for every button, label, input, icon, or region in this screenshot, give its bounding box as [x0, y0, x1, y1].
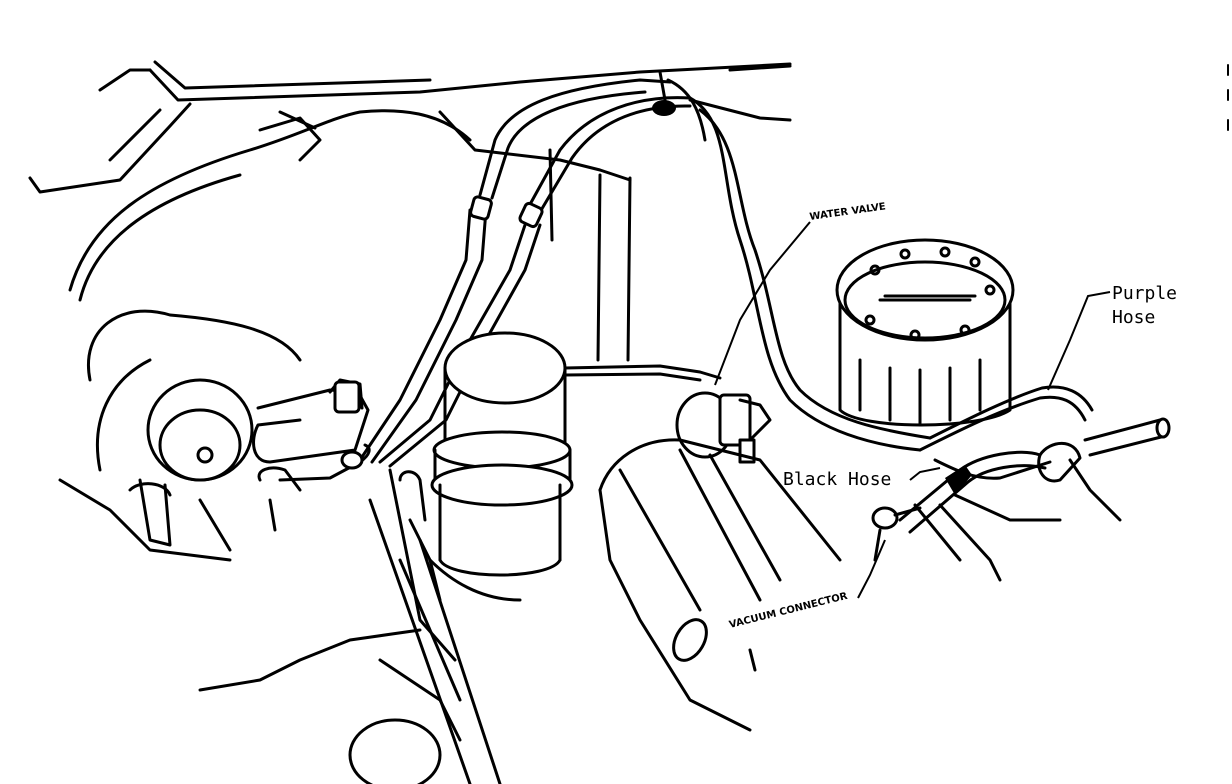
purple-hose-label-line2: Hose [1112, 307, 1155, 328]
lower-engine [198, 468, 522, 784]
valve-cover [598, 438, 842, 732]
firewall-cowl [28, 60, 792, 194]
water-valve [675, 391, 772, 464]
heater-hoses-right [666, 78, 1094, 480]
canister [430, 331, 722, 577]
black-hose-label: Black Hose [783, 469, 891, 490]
accessory-pulley [58, 309, 302, 562]
heater-hoses-upper [278, 70, 692, 482]
purple-hose-label-line1: Purple [1112, 283, 1177, 304]
inner-fender [68, 109, 632, 362]
leader-lines [714, 221, 1111, 599]
black-hose [898, 450, 1062, 582]
vacuum-connector [871, 506, 922, 562]
vacuum-connector-label: VACUUM CONNECTOR [728, 591, 849, 631]
outlet-pipe [1037, 417, 1171, 522]
vacuum-tube-bracket [252, 378, 370, 532]
air-cleaner [835, 238, 1015, 427]
water-valve-label: WATER VALVE [809, 201, 887, 223]
